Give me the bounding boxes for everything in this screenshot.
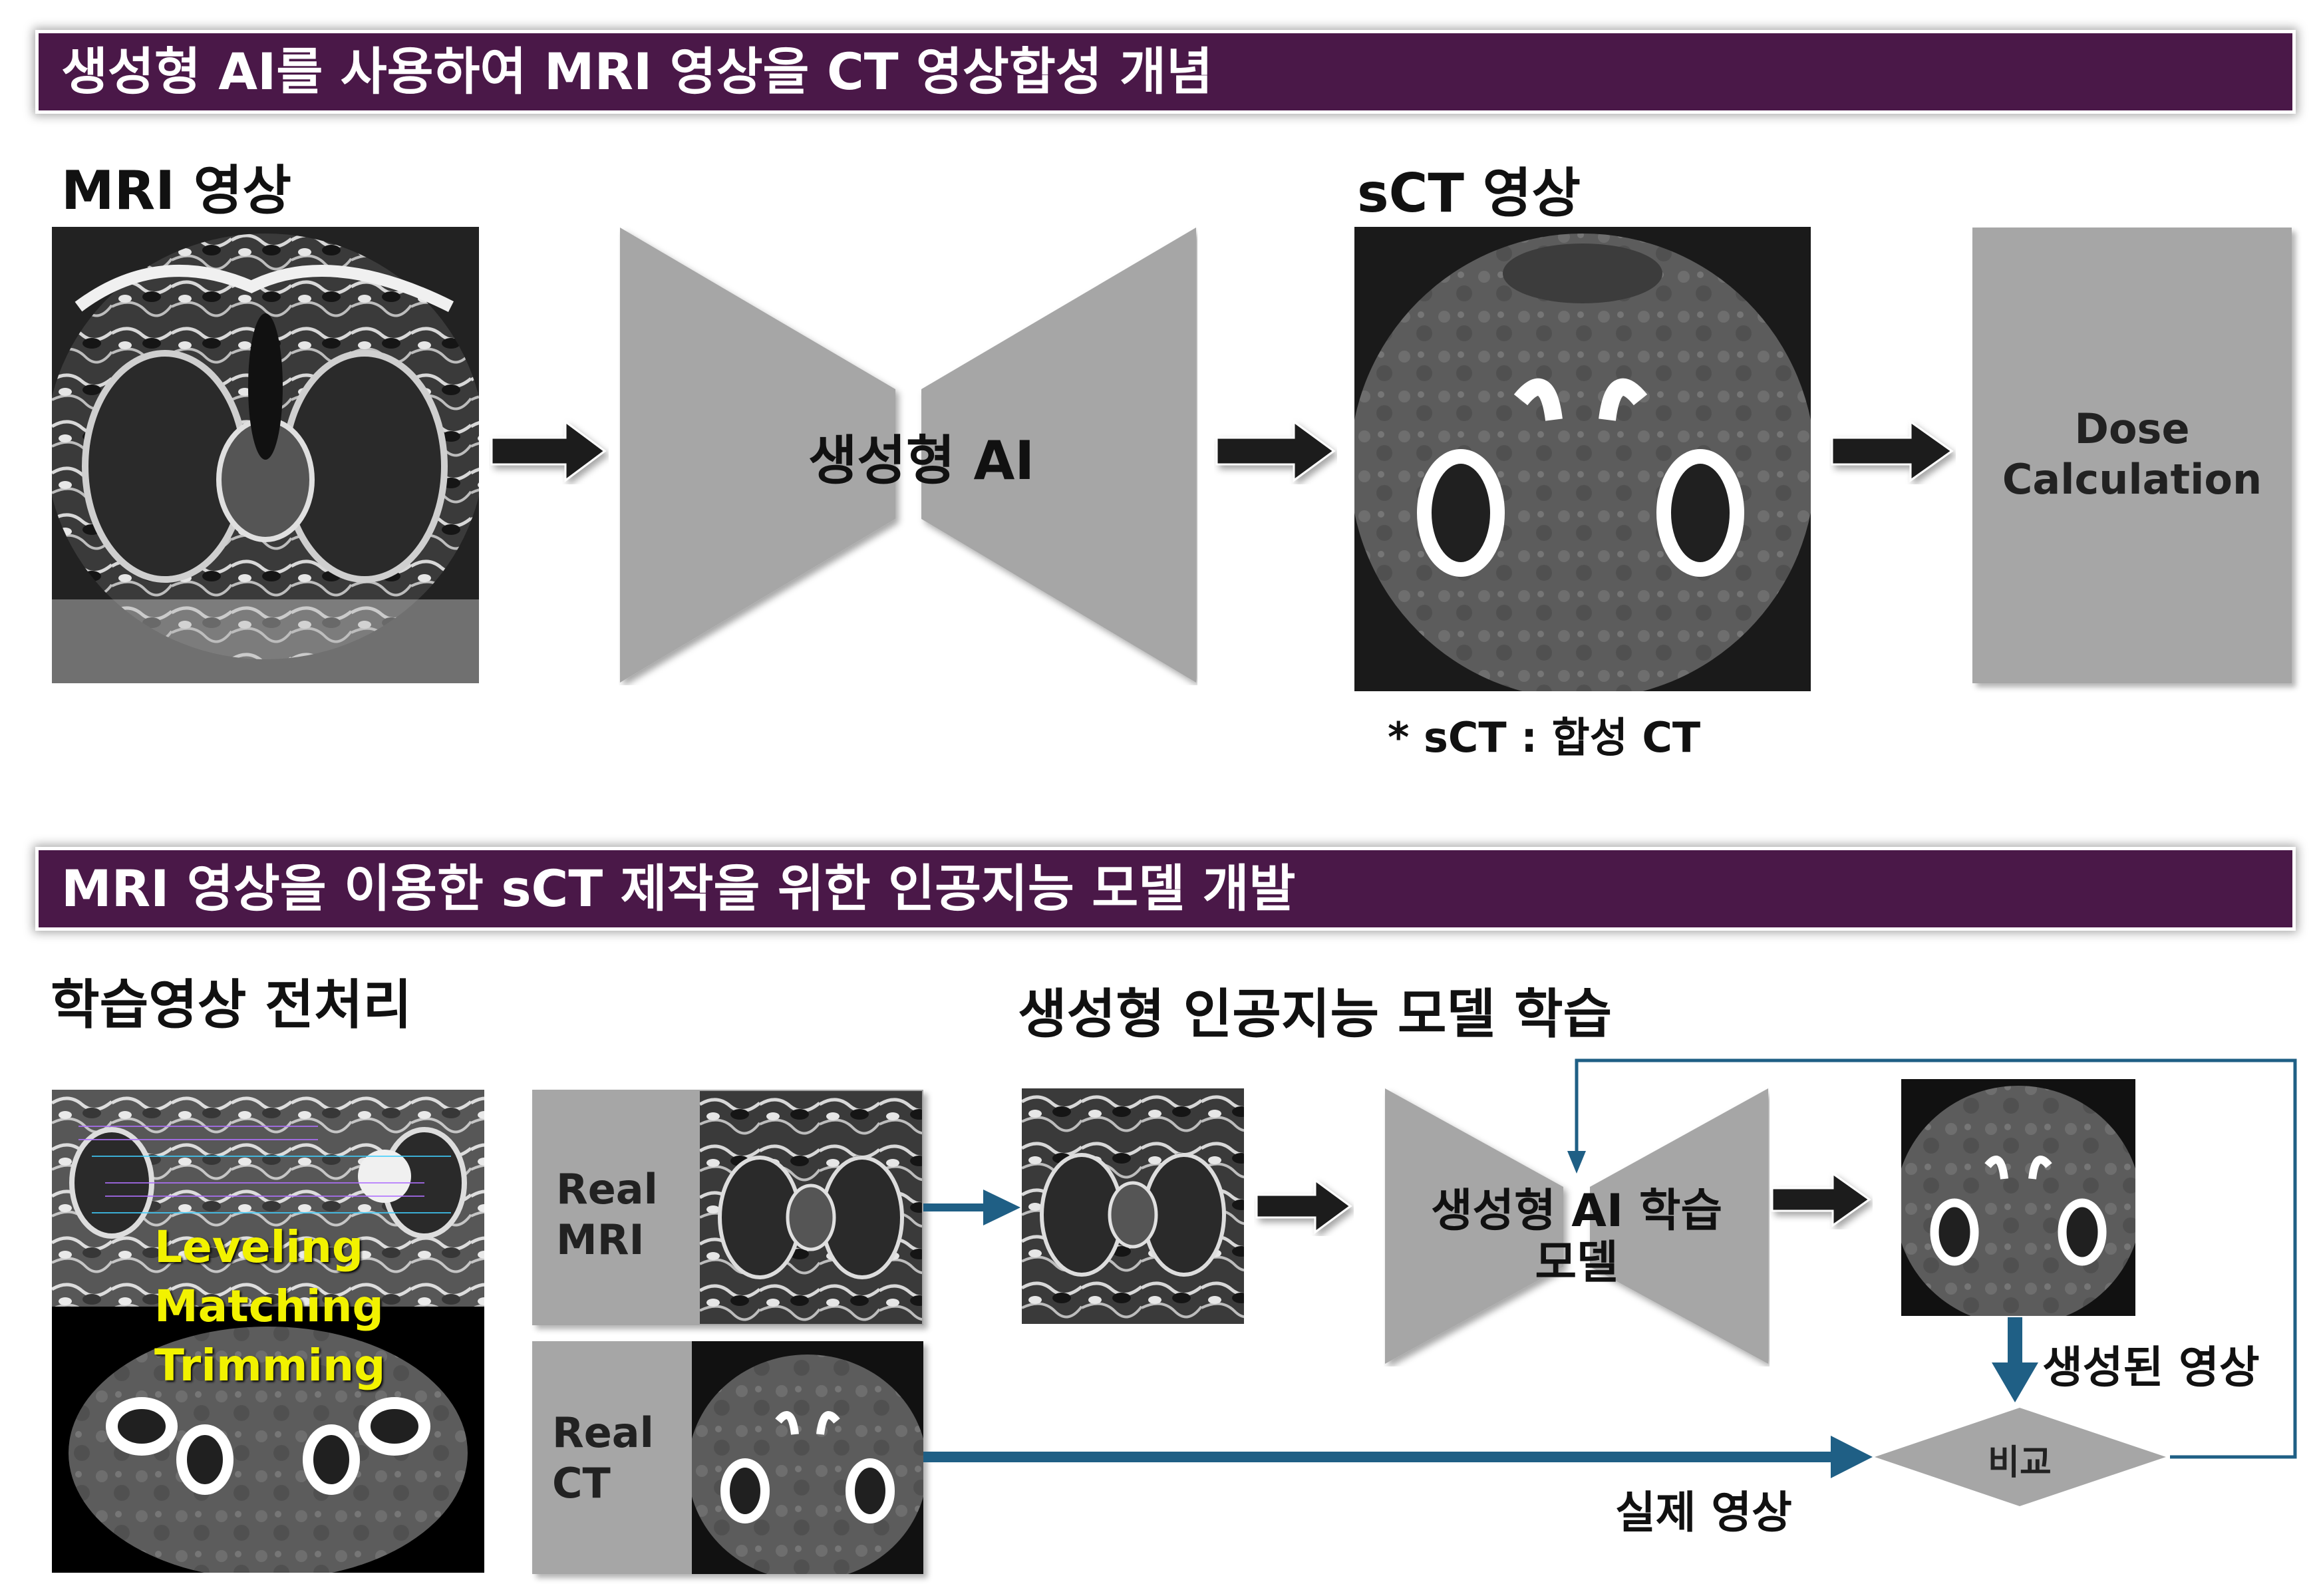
- real-image-label: 실제 영상: [1615, 1487, 1792, 1538]
- real-ct-image: [692, 1341, 923, 1574]
- generated-sct-image: [1901, 1079, 2135, 1316]
- top-ai-label: 생성형 AI: [808, 430, 1035, 492]
- training-label: 생성형 인공지능 모델 학습: [1018, 983, 1613, 1045]
- top-mri-image: [52, 227, 479, 683]
- arrow-right-icon: [490, 420, 607, 482]
- top-banner: 생성형 AI를 사용하여 MRI 영상을 CT 영상합성 개념: [39, 33, 2292, 110]
- top-sct-image: [1354, 227, 1811, 691]
- preprocess-label: 학습영상 전처리: [51, 974, 412, 1036]
- top-sct-label: sCT 영상: [1357, 162, 1581, 224]
- step-leveling: Leveling: [154, 1221, 364, 1273]
- dose-calculation-box: Dose Calculation: [1972, 228, 2292, 683]
- sct-note: * sCT : 합성 CT: [1388, 713, 1701, 762]
- preprocess-ct-image: [52, 1307, 484, 1573]
- generated-label: 생성된 영상: [2042, 1342, 2260, 1393]
- real-mri-image: [700, 1091, 922, 1324]
- arrow-right-icon: [1255, 1178, 1352, 1234]
- real-mri-label: Real MRI: [556, 1165, 658, 1264]
- compare-label: 비교: [1988, 1443, 2052, 1483]
- real-ct-label: Real CT: [552, 1408, 654, 1508]
- arrow-right-blue-icon: [923, 1190, 1020, 1225]
- step-trimming: Trimming: [154, 1340, 386, 1391]
- bottom-banner: MRI 영상을 이용한 sCT 제작을 위한 인공지능 모델 개발: [39, 850, 2292, 927]
- bottom-ai-label: 생성형 AI 학습모델: [1430, 1185, 1723, 1289]
- step-matching: Matching: [154, 1281, 384, 1332]
- bottom-generative-ai-shape: [1385, 1088, 1768, 1364]
- arrow-right-icon: [1771, 1172, 1871, 1227]
- top-generative-ai-shape: [620, 228, 1196, 683]
- top-mri-label: MRI 영상: [61, 160, 292, 222]
- preprocess-mri-image: [52, 1090, 484, 1307]
- arrow-right-icon: [1831, 420, 1954, 482]
- input-mri-image: [1022, 1088, 1244, 1324]
- arrow-right-icon: [1215, 420, 1336, 482]
- dose-calculation-label: Dose Calculation: [2002, 404, 2262, 504]
